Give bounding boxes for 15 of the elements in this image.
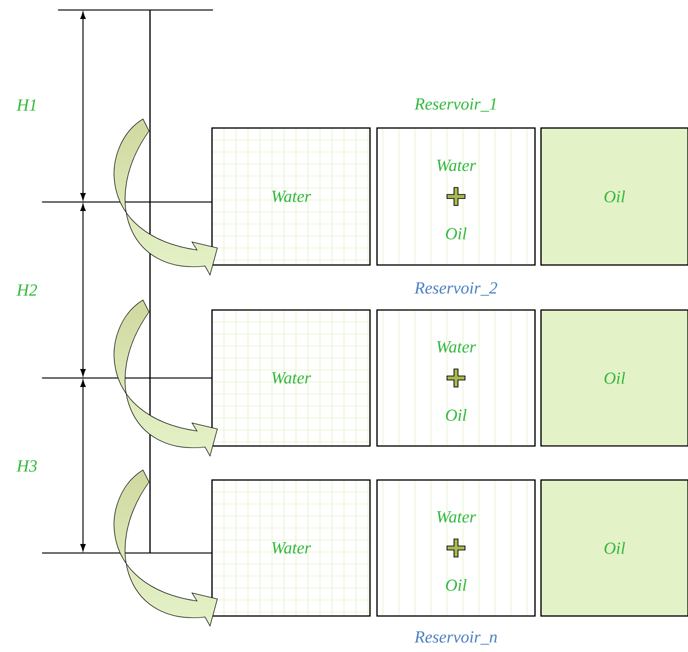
water-box: Water — [211, 479, 371, 617]
mixed-box: Water Oil — [376, 479, 536, 617]
mixed-box: Water Oil — [376, 309, 536, 447]
reservoir-label: Reservoir_n — [414, 631, 497, 645]
reservoir-label: Reservoir_2 — [414, 282, 498, 296]
height-label: H2 — [16, 284, 38, 296]
reservoir-label: Reservoir_1 — [414, 98, 496, 112]
oil-box: Oil — [540, 127, 688, 266]
height-label: H1 — [16, 99, 36, 111]
oil-box: Oil — [540, 479, 688, 617]
water-box: Water — [211, 309, 371, 447]
water-box: Water — [211, 127, 371, 266]
mixed-box: Water Oil — [376, 127, 536, 266]
oil-box: Oil — [540, 309, 688, 447]
height-label: H3 — [16, 460, 37, 472]
